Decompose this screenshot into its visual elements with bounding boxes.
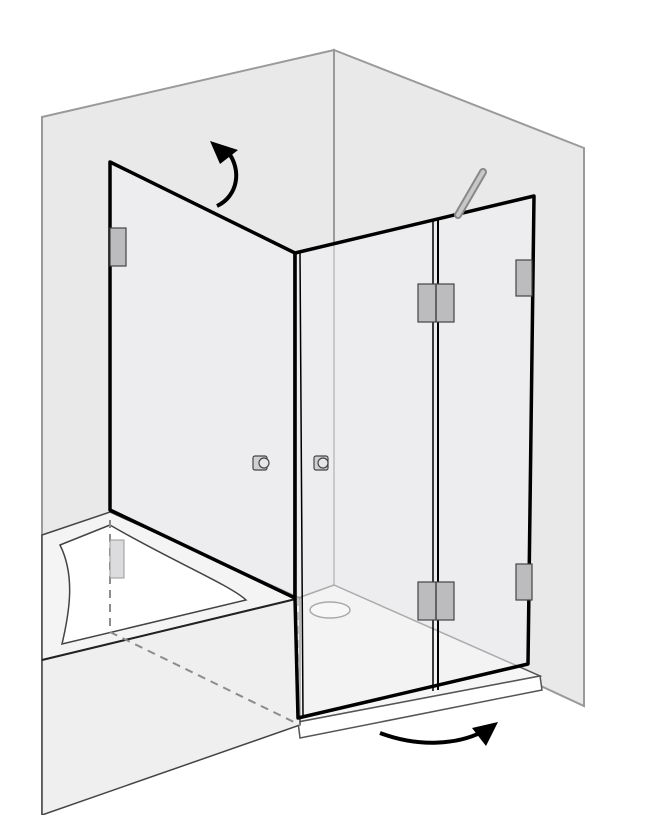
- right-knob-icon: [313, 455, 329, 471]
- left-wall-hinge-icon: [109, 227, 127, 267]
- right-wall-bracket-top-icon: [515, 259, 533, 297]
- rotate-left-panel-arrow: [210, 141, 239, 208]
- right-wall-bracket-bottom-icon: [515, 563, 533, 601]
- bathtub-basin: [58, 524, 248, 646]
- support-bar-highlight: [456, 170, 485, 217]
- rotate-right-door-arrow: [379, 722, 498, 746]
- panel-join-line: [299, 252, 304, 717]
- front-glass-panel: [293, 194, 536, 720]
- shower-tray-front: [297, 675, 543, 739]
- bathtub-edge: [41, 597, 301, 661]
- hidden-line-floor: [109, 631, 301, 726]
- left-knob-icon: [252, 455, 270, 471]
- hidden-hinge-icon: [109, 539, 125, 579]
